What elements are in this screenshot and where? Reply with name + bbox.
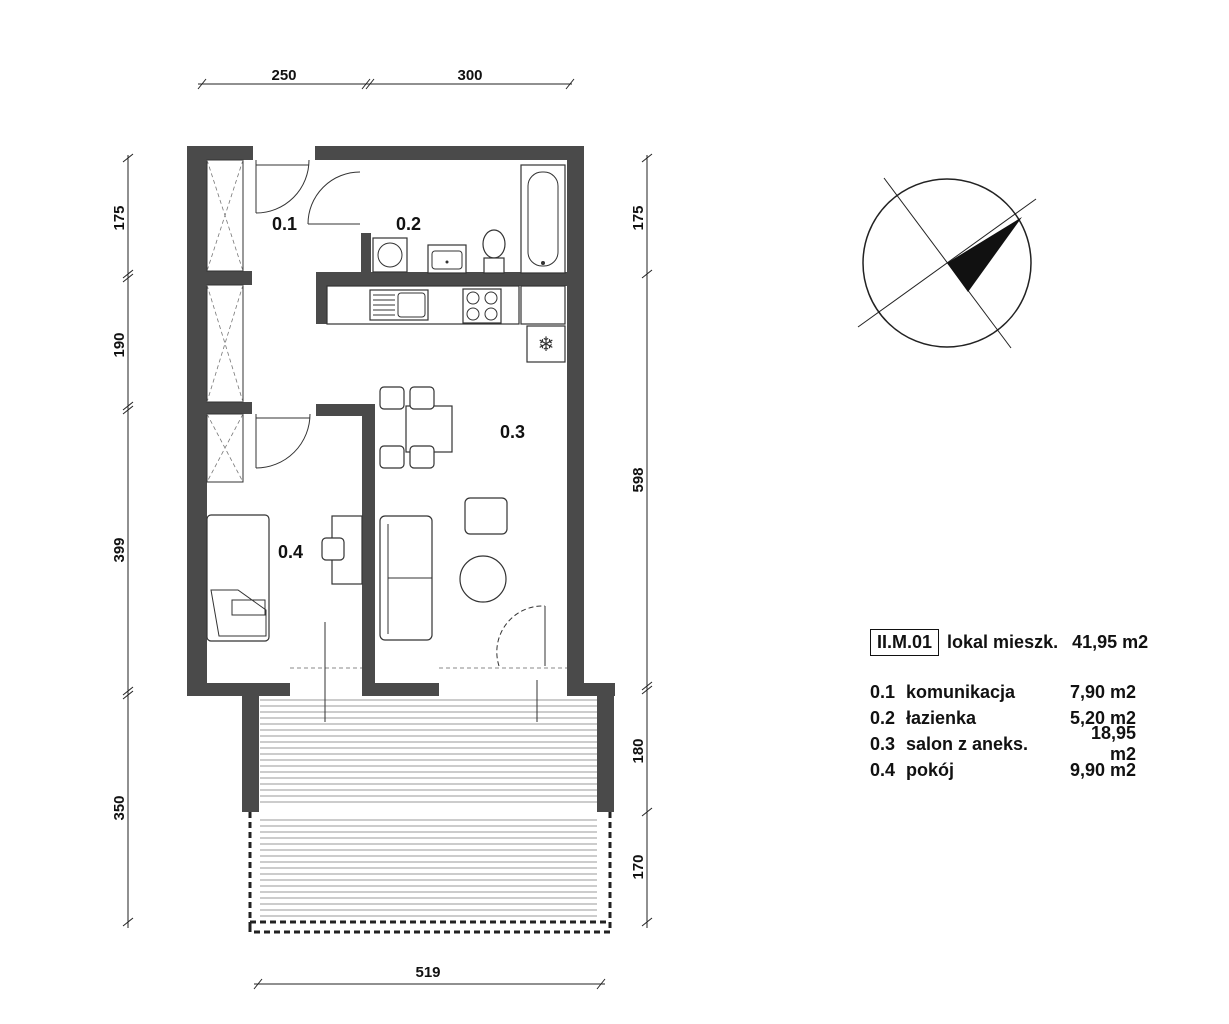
dimension-lines [122,78,653,990]
dining-table [405,405,453,453]
coffee-table [459,555,507,603]
dim-top-left: 250 [271,67,296,84]
balcony [242,692,614,934]
dim-left-1: 175 [111,205,128,230]
dim-left-3: 399 [111,537,128,562]
washing-machine [372,237,408,273]
legend-room-name: salon z aneks. [906,733,1029,754]
kitchen-fixtures: ❄ [326,285,566,363]
dim-right-1: 175 [630,205,647,230]
unit-description: lokal mieszk. [947,631,1059,652]
legend-room-area: 9,90 m2 [1069,759,1136,780]
legend-room-number: 0.2 [870,707,896,728]
dim-right-4: 170 [630,854,647,879]
legend-room-number: 0.3 [870,733,896,754]
legend-room-area: 7,90 m2 [1069,681,1136,702]
balcony-decking [260,699,597,917]
legend-row: 0.2 łazienka 5,20 m2 [870,705,1170,731]
armchair [464,497,508,535]
area-legend: II.M.01 lokal mieszk. 41,95 m2 0.1 komun… [870,627,1170,783]
sink [427,244,467,274]
legend-room-name: łazienka [906,707,977,728]
room-label-0-1: 0.1 [272,214,297,234]
legend-room-name: komunikacja [906,681,1016,702]
dim-left-4: 350 [111,795,128,820]
legend-room-number: 0.1 [870,681,896,702]
room-label-0-4: 0.4 [278,542,303,562]
fridge [526,325,566,363]
bathroom-fixtures [372,164,566,274]
legend-row: 0.1 komunikacja 7,90 m2 [870,679,1170,705]
unit-header: II.M.01 lokal mieszk. 41,95 m2 [870,627,1170,657]
unit-area: 41,95 m2 [1072,631,1149,652]
dim-top-right: 300 [457,67,482,84]
room-area-list: 0.1 komunikacja 7,90 m2 0.2 łazienka 5,2… [870,679,1170,783]
dim-left-2: 190 [111,332,128,357]
living-furniture [379,386,508,641]
bedroom-furniture [206,514,363,642]
unit-code: II.M.01 [870,628,940,656]
north-arrow-icon [857,177,1037,349]
legend-row: 0.3 salon z aneks. 18,95 m2 [870,723,1170,764]
oven [520,285,566,325]
room-label-0-2: 0.2 [396,214,421,234]
legend-room-number: 0.4 [870,759,896,780]
walls [187,146,615,696]
dim-right-2: 598 [630,467,647,492]
legend-row: 0.4 pokój 9,90 m2 [870,757,1170,783]
legend-room-name: pokój [906,759,954,780]
legend-room-area: 18,95 m2 [1090,723,1136,764]
snowflake-icon: ❄ [538,334,555,356]
bed [206,514,270,642]
desk-chair [321,537,345,561]
cooktop [462,288,502,324]
dim-bottom: 519 [415,964,440,981]
doors [255,159,567,722]
toilet [482,229,506,259]
dim-right-3: 180 [630,738,647,763]
room-label-0-3: 0.3 [500,422,525,442]
wardrobes [206,159,244,483]
legend-room-area: 5,20 m2 [1069,707,1136,728]
